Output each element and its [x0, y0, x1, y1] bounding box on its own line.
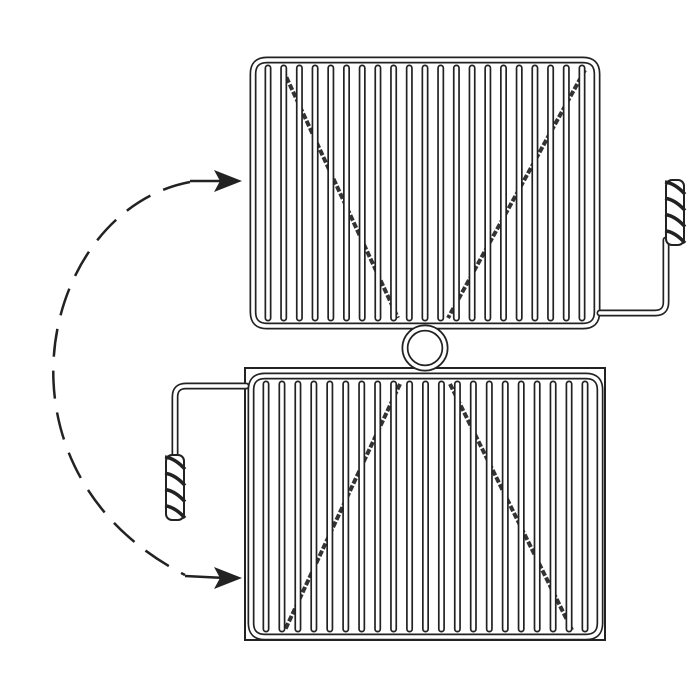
lower-handle-inner	[173, 384, 248, 462]
upper-handle-inner	[598, 238, 668, 315]
lower-spring-coil	[164, 471, 187, 487]
upper-handle	[596, 236, 670, 317]
arrowhead-bottom	[214, 567, 242, 589]
lower-spring-coil	[164, 504, 187, 520]
upper-spring-coil	[664, 229, 687, 245]
upper-grate	[249, 56, 601, 330]
upper-spring-coil	[664, 196, 687, 212]
handles	[164, 179, 687, 521]
arrowhead-top	[214, 170, 242, 192]
flip-arrow	[52, 170, 242, 589]
lower-spring-coil	[164, 487, 187, 503]
lower-handle	[171, 382, 250, 464]
lower-spring-body	[165, 454, 185, 521]
upper-spring-coil	[664, 212, 687, 228]
lower-grate	[244, 367, 606, 641]
upper-spring-body	[665, 179, 685, 246]
grate-rim-inner	[251, 58, 599, 328]
grate-rim-inner	[249, 374, 602, 639]
dashed-arc	[52, 180, 191, 577]
arrow-shaft-bottom	[184, 574, 226, 580]
lower-spring-coil	[164, 455, 187, 471]
ring-inner	[403, 326, 447, 370]
hinge-ring	[401, 324, 449, 372]
upper-spring-coil	[664, 180, 687, 196]
